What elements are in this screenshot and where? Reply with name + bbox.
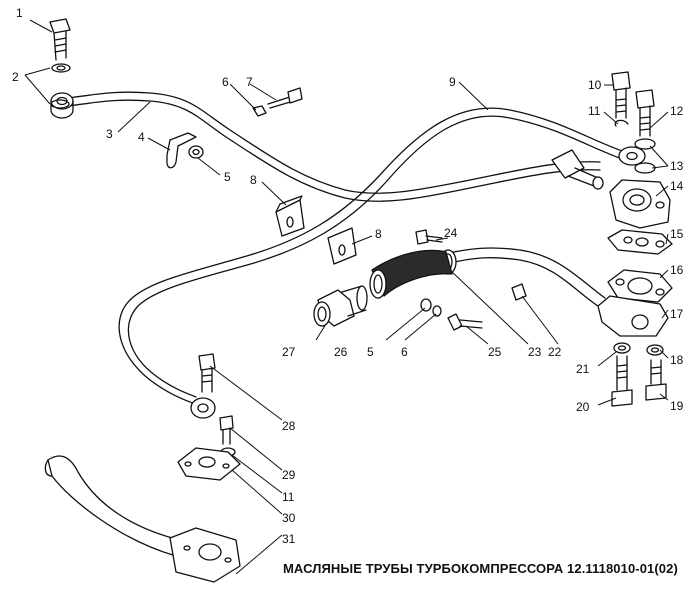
bolt-20 [611,355,633,407]
callout-6-center: 6 [401,345,408,359]
gasket-15 [607,229,673,255]
callout-1: 1 [16,6,23,20]
callout-3: 3 [106,127,113,141]
callout-15: 15 [670,227,684,241]
callout-23: 23 [528,345,542,359]
clamp-4 [166,132,204,169]
bolt-10 [611,71,631,119]
oil-pipe-3 [65,91,601,202]
callout-30: 30 [282,511,296,525]
callout-14: 14 [670,179,684,193]
callout-4: 4 [138,130,145,144]
diagram-title: МАСЛЯНЫЕ ТРУБЫ ТУРБОКОМПРЕССОРА 12.11180… [283,561,678,576]
bracket-8-upper [275,195,305,237]
flange-elbow-14 [609,179,671,229]
bolt-25 [447,313,483,331]
bolt-12 [635,89,655,137]
callout-8-lower: 8 [375,227,382,241]
callout-28: 28 [282,419,296,433]
clip-22 [511,283,527,301]
callout-13: 13 [670,159,684,173]
elbow-17 [597,295,669,337]
callout-labels: 1 2 3 4 5 6 7 8 9 10 11 12 13 14 15 16 1… [12,6,684,546]
callout-5-center: 5 [367,345,374,359]
callout-26: 26 [334,345,348,359]
callout-11: 11 [588,104,601,118]
callout-31: 31 [282,532,296,546]
callout-6: 6 [222,75,229,89]
callout-27: 27 [282,345,296,359]
washers-2 [50,63,71,109]
pipe-31 [44,455,241,583]
washer-11-right [614,119,629,127]
callout-12: 12 [670,104,684,118]
leader-lines [24,19,669,575]
bracket-8-lower [327,227,357,265]
screw-29 [219,415,234,445]
callout-24: 24 [444,226,458,240]
pipe-nut-right [551,149,604,190]
flange-30 [177,447,241,481]
nut-6-bolt-7 [252,87,303,117]
callout-9: 9 [449,75,456,89]
callout-16: 16 [670,263,684,277]
washer-5-center [420,298,432,312]
bolt-28 [198,353,216,393]
drain-pipe-22 [439,247,606,307]
callout-18: 18 [670,353,684,367]
callout-19: 19 [670,399,684,413]
oil-pipe-9 [118,107,626,405]
callout-11-lower: 11 [282,490,295,504]
callout-29: 29 [282,468,296,482]
callout-20: 20 [576,400,590,414]
callout-10: 10 [588,78,602,92]
bolt-19 [645,359,667,401]
callout-22: 22 [548,345,562,359]
washer-18 [646,344,664,356]
bolt-1 [49,18,71,61]
callout-17: 17 [670,307,684,321]
banjo-28 [190,397,216,419]
banjo-13 [618,138,656,174]
callout-8: 8 [250,173,257,187]
callout-21: 21 [576,362,590,376]
fitting-27 [313,285,368,327]
washer-21 [613,342,631,354]
callout-7: 7 [246,75,253,89]
banjo-fitting-left [50,92,74,119]
callout-2: 2 [12,70,19,84]
callout-5: 5 [224,170,231,184]
hose-26 [369,249,453,299]
callout-25: 25 [488,345,502,359]
washer-6-center [432,305,442,317]
screw-24 [415,229,443,245]
